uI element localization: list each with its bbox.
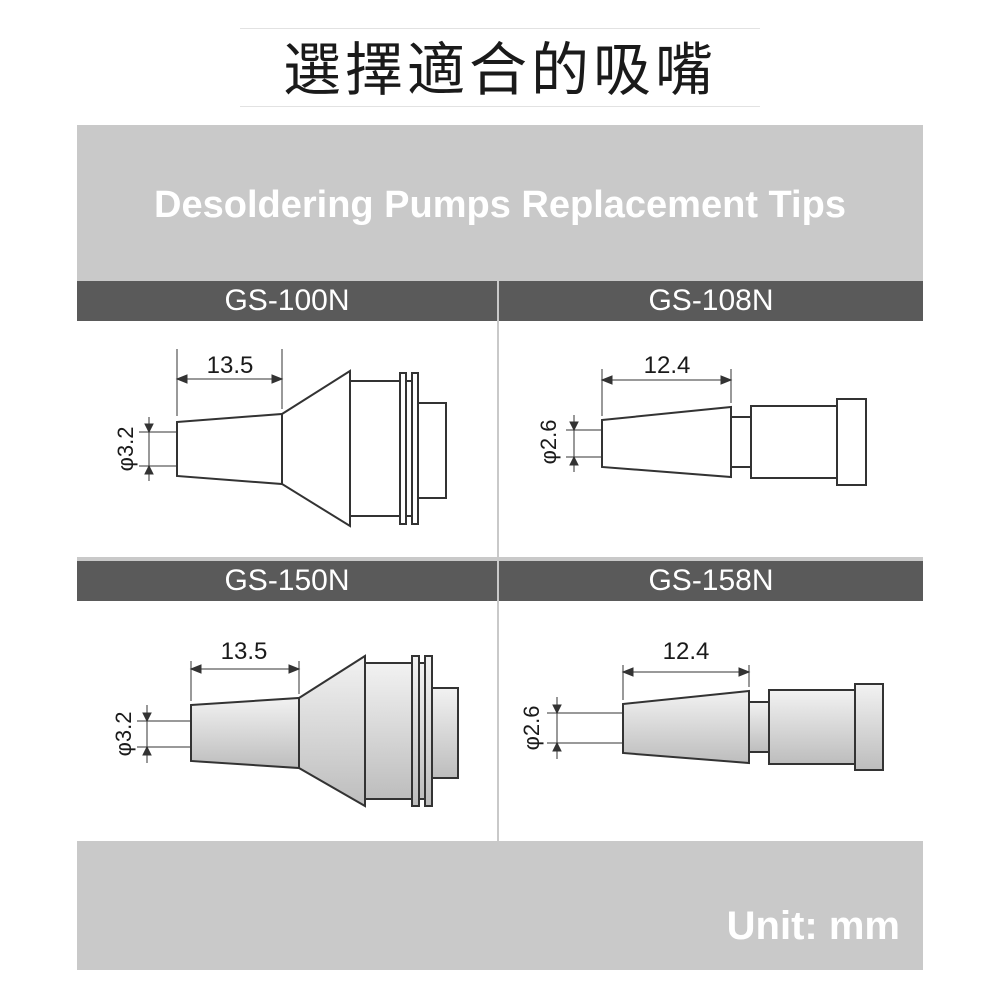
tip-drawing-gs-158n: 12.4 φ2.6 xyxy=(519,638,884,771)
unit-label: Unit: mm xyxy=(726,904,900,948)
tip-card-gs-150n: GS-150N 13.5 xyxy=(77,561,497,841)
tip-model-label: GS-108N xyxy=(499,281,923,321)
tip-card-gs-158n: GS-158N 12.4 φ2.6 xyxy=(499,561,923,841)
diameter-dimension-label: φ2.6 xyxy=(519,706,544,751)
tip-drawing-gs-150n: 13.5 φ3.2 xyxy=(111,638,459,808)
tip-drawing-gs-100n: 13.5 φ3.2 xyxy=(113,349,447,528)
page-title: 選擇適合的吸嘴 xyxy=(282,36,717,104)
tip-drawing-gs-108n: 12.4 φ2.6 xyxy=(536,352,867,486)
tip-model-label: GS-100N xyxy=(77,281,497,321)
tip-card-gs-108n: GS-108N 12.4 φ2.6 xyxy=(499,281,923,557)
length-dimension-label: 12.4 xyxy=(663,638,710,665)
diameter-dimension-label: φ2.6 xyxy=(536,420,561,465)
length-dimension-label: 13.5 xyxy=(221,638,268,665)
diameter-dimension-label: φ3.2 xyxy=(111,712,136,757)
tip-model-label: GS-158N xyxy=(499,561,923,601)
title-divider-bottom xyxy=(240,106,760,107)
tip-card-gs-100n: GS-100N 13.5 φ3.2 xyxy=(77,281,497,557)
diameter-dimension-label: φ3.2 xyxy=(113,427,138,472)
banner-title: Desoldering Pumps Replacement Tips xyxy=(154,184,846,226)
length-dimension-label: 13.5 xyxy=(207,352,254,379)
length-dimension-label: 12.4 xyxy=(644,352,691,379)
tip-model-label: GS-150N xyxy=(77,561,497,601)
title-divider-top xyxy=(240,28,760,29)
